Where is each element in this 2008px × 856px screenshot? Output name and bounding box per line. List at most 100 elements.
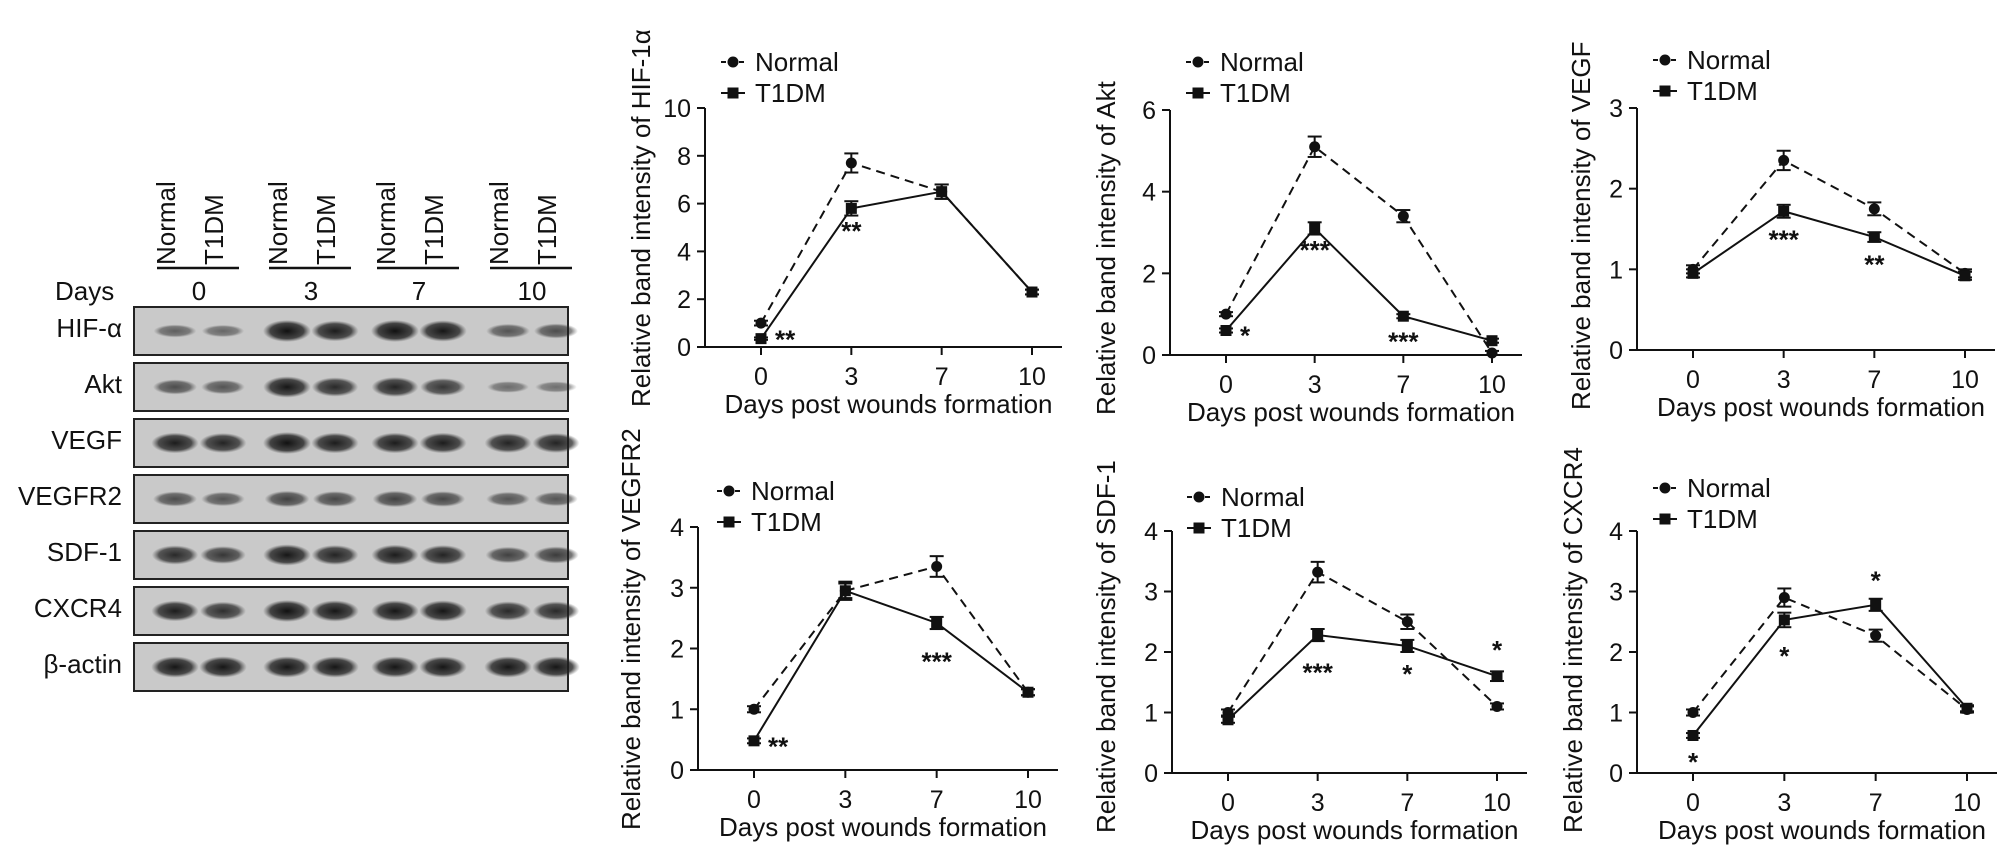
data-point-normal — [1778, 592, 1790, 604]
x-tick-label: 10 — [1478, 371, 1506, 399]
legend-label-t1dm: T1DM — [1687, 76, 1758, 106]
blot-band — [372, 490, 418, 508]
y-tick-label: 1 — [1609, 700, 1623, 728]
data-point-t1dm — [1868, 231, 1880, 243]
data-point-normal — [845, 157, 857, 169]
data-point-t1dm — [1026, 286, 1038, 298]
y-tick-label: 2 — [1609, 639, 1623, 667]
data-point-t1dm — [1486, 335, 1498, 347]
y-tick-label: 1 — [670, 696, 684, 724]
data-point-t1dm — [931, 617, 943, 629]
y-axis-title: Relative band intensity of VEGFR2 — [616, 428, 646, 830]
lane-label-t1dm: T1DM — [419, 194, 449, 265]
blot-band — [533, 546, 579, 564]
series-line-t1dm — [1692, 603, 1968, 737]
blot-band — [264, 490, 310, 508]
blot-band — [311, 656, 359, 678]
y-axis-title: Relative band intensity of HIF-1α — [626, 29, 656, 407]
significance-marker: *** — [1299, 235, 1330, 265]
x-tick-label: 10 — [1014, 786, 1042, 814]
legend-marker — [1659, 54, 1671, 66]
blot-band — [532, 433, 580, 453]
blot-band — [263, 432, 311, 454]
y-tick-label: 0 — [1609, 760, 1623, 788]
blot-band — [263, 600, 311, 622]
protein-label-5: CXCR4 — [34, 593, 122, 623]
legend-marker — [1193, 522, 1205, 534]
blot-band — [263, 320, 311, 342]
protein-label-2: VEGF — [51, 425, 122, 455]
legend-marker — [727, 56, 739, 68]
blot-band — [151, 656, 199, 678]
legend-label-normal: Normal — [755, 47, 839, 77]
y-tick-label: 10 — [663, 95, 691, 123]
x-tick-label: 10 — [1951, 366, 1979, 394]
significance-marker: *** — [1302, 657, 1333, 687]
data-point-t1dm — [1778, 205, 1790, 217]
data-point-t1dm — [748, 735, 760, 747]
y-tick-label: 1 — [1144, 700, 1158, 728]
legend-marker — [723, 485, 735, 497]
legend-marker — [1659, 85, 1671, 97]
legend-label-normal: Normal — [1221, 482, 1305, 512]
blot-band — [200, 546, 246, 564]
series-line-t1dm — [1692, 210, 1966, 277]
lane-label-t1dm: T1DM — [532, 194, 562, 265]
blot-band — [151, 545, 199, 565]
legend-label-t1dm: T1DM — [1220, 78, 1291, 108]
y-tick-label: 2 — [1142, 260, 1156, 288]
y-tick-label: 1 — [1609, 256, 1623, 284]
x-tick-label: 7 — [1867, 366, 1881, 394]
data-point-normal — [1870, 630, 1882, 642]
x-tick-label: 0 — [1686, 366, 1700, 394]
legend-marker — [1659, 513, 1671, 525]
protein-label-1: Akt — [84, 369, 122, 399]
blot-band — [371, 320, 419, 342]
blot-band — [312, 491, 358, 507]
series-line-t1dm — [753, 589, 1029, 742]
legend-marker — [727, 87, 739, 99]
x-tick-label: 7 — [1400, 789, 1414, 817]
y-tick-label: 3 — [1144, 579, 1158, 607]
blot-band — [419, 432, 467, 454]
day-label: 3 — [304, 276, 318, 306]
data-point-t1dm — [1687, 729, 1699, 741]
blot-band — [419, 545, 467, 565]
significance-marker: ** — [841, 216, 862, 246]
significance-marker: ** — [768, 732, 789, 762]
significance-marker: * — [1492, 635, 1503, 665]
y-tick-label: 3 — [670, 575, 684, 603]
protein-label-4: SDF-1 — [47, 537, 122, 567]
y-axis-title: Relative band intensity of SDF-1 — [1091, 460, 1121, 833]
blot-band — [371, 544, 419, 566]
x-tick-label: 10 — [1483, 789, 1511, 817]
blot-band — [532, 601, 580, 621]
x-axis-title: Days post wounds formation — [724, 389, 1052, 419]
x-tick-label: 3 — [838, 786, 852, 814]
series-line-t1dm — [760, 190, 1033, 340]
y-tick-label: 0 — [1144, 760, 1158, 788]
data-point-t1dm — [1491, 670, 1503, 682]
lane-label-t1dm: T1DM — [199, 194, 229, 265]
series-line-normal — [753, 565, 1029, 710]
data-point-normal — [1491, 700, 1503, 712]
y-tick-label: 0 — [670, 757, 684, 785]
y-tick-label: 4 — [1144, 518, 1158, 546]
blot-band — [311, 600, 359, 622]
x-tick-label: 7 — [1396, 371, 1410, 399]
blot-band — [263, 656, 311, 678]
blot-band — [419, 600, 467, 622]
data-point-t1dm — [1401, 640, 1413, 652]
day-label: 10 — [518, 276, 547, 306]
series-line-normal — [1692, 159, 1966, 275]
x-tick-label: 0 — [1686, 789, 1700, 817]
x-tick-label: 3 — [1311, 789, 1325, 817]
y-tick-label: 3 — [1609, 579, 1623, 607]
blot-band — [311, 545, 359, 565]
blot-band — [534, 323, 578, 339]
blot-band — [484, 656, 532, 678]
blot-band — [151, 432, 199, 454]
